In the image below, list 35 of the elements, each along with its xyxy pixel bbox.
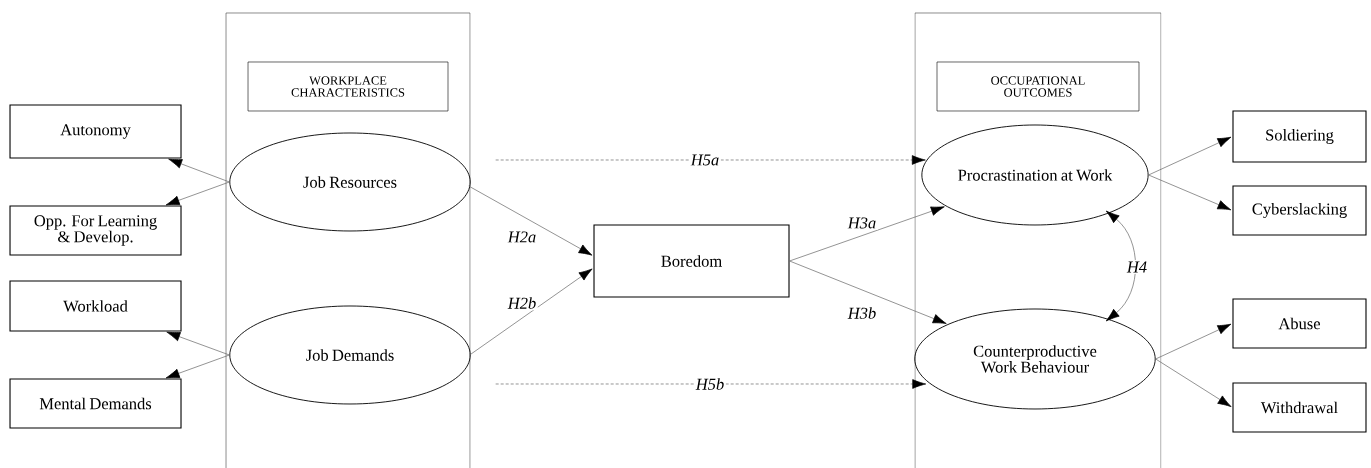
header-box: WORKPLACE CHARACTERISTICS (247, 61, 449, 112)
indicator-box: Autonomy (9, 104, 182, 159)
arrow (495, 155, 926, 165)
edge-label: H3a (846, 215, 878, 231)
arrow (1155, 358, 1232, 407)
edge-label: H2a (506, 229, 538, 245)
panel-frame (914, 12, 1162, 468)
indicator-box: Abuse (1232, 298, 1367, 349)
arrow (495, 379, 927, 389)
edge-label: H5b (694, 376, 726, 392)
indicator-box: Soldiering (1232, 110, 1367, 163)
indicator-box: Withdrawal (1232, 382, 1367, 433)
indicator-box: Workload (9, 280, 182, 332)
header-box: OCCUPATIONAL OUTCOMES (936, 61, 1140, 112)
indicator-box: Mental Demands (9, 378, 182, 429)
indicator-box: Opp. For Learning & Develop. (9, 205, 182, 256)
arrow (1148, 136, 1232, 176)
mediator-box: Boredom (593, 224, 790, 298)
arrow (789, 260, 947, 324)
edge-label: H4 (1125, 260, 1149, 274)
arrow (1105, 210, 1136, 322)
panel-frame (225, 12, 471, 468)
edge-label: H3b (846, 305, 878, 321)
arrow (168, 158, 230, 183)
indicator-box: Cyberslacking (1232, 185, 1367, 236)
arrow (469, 268, 593, 356)
arrow (468, 185, 593, 256)
arrow (789, 206, 945, 262)
arrow (1155, 323, 1232, 360)
arrow (165, 354, 230, 379)
arrow (165, 181, 230, 206)
edge-label: H5a (689, 153, 721, 167)
arrow (1148, 174, 1232, 211)
arrow (166, 331, 230, 356)
edge-label: H2b (506, 295, 538, 311)
